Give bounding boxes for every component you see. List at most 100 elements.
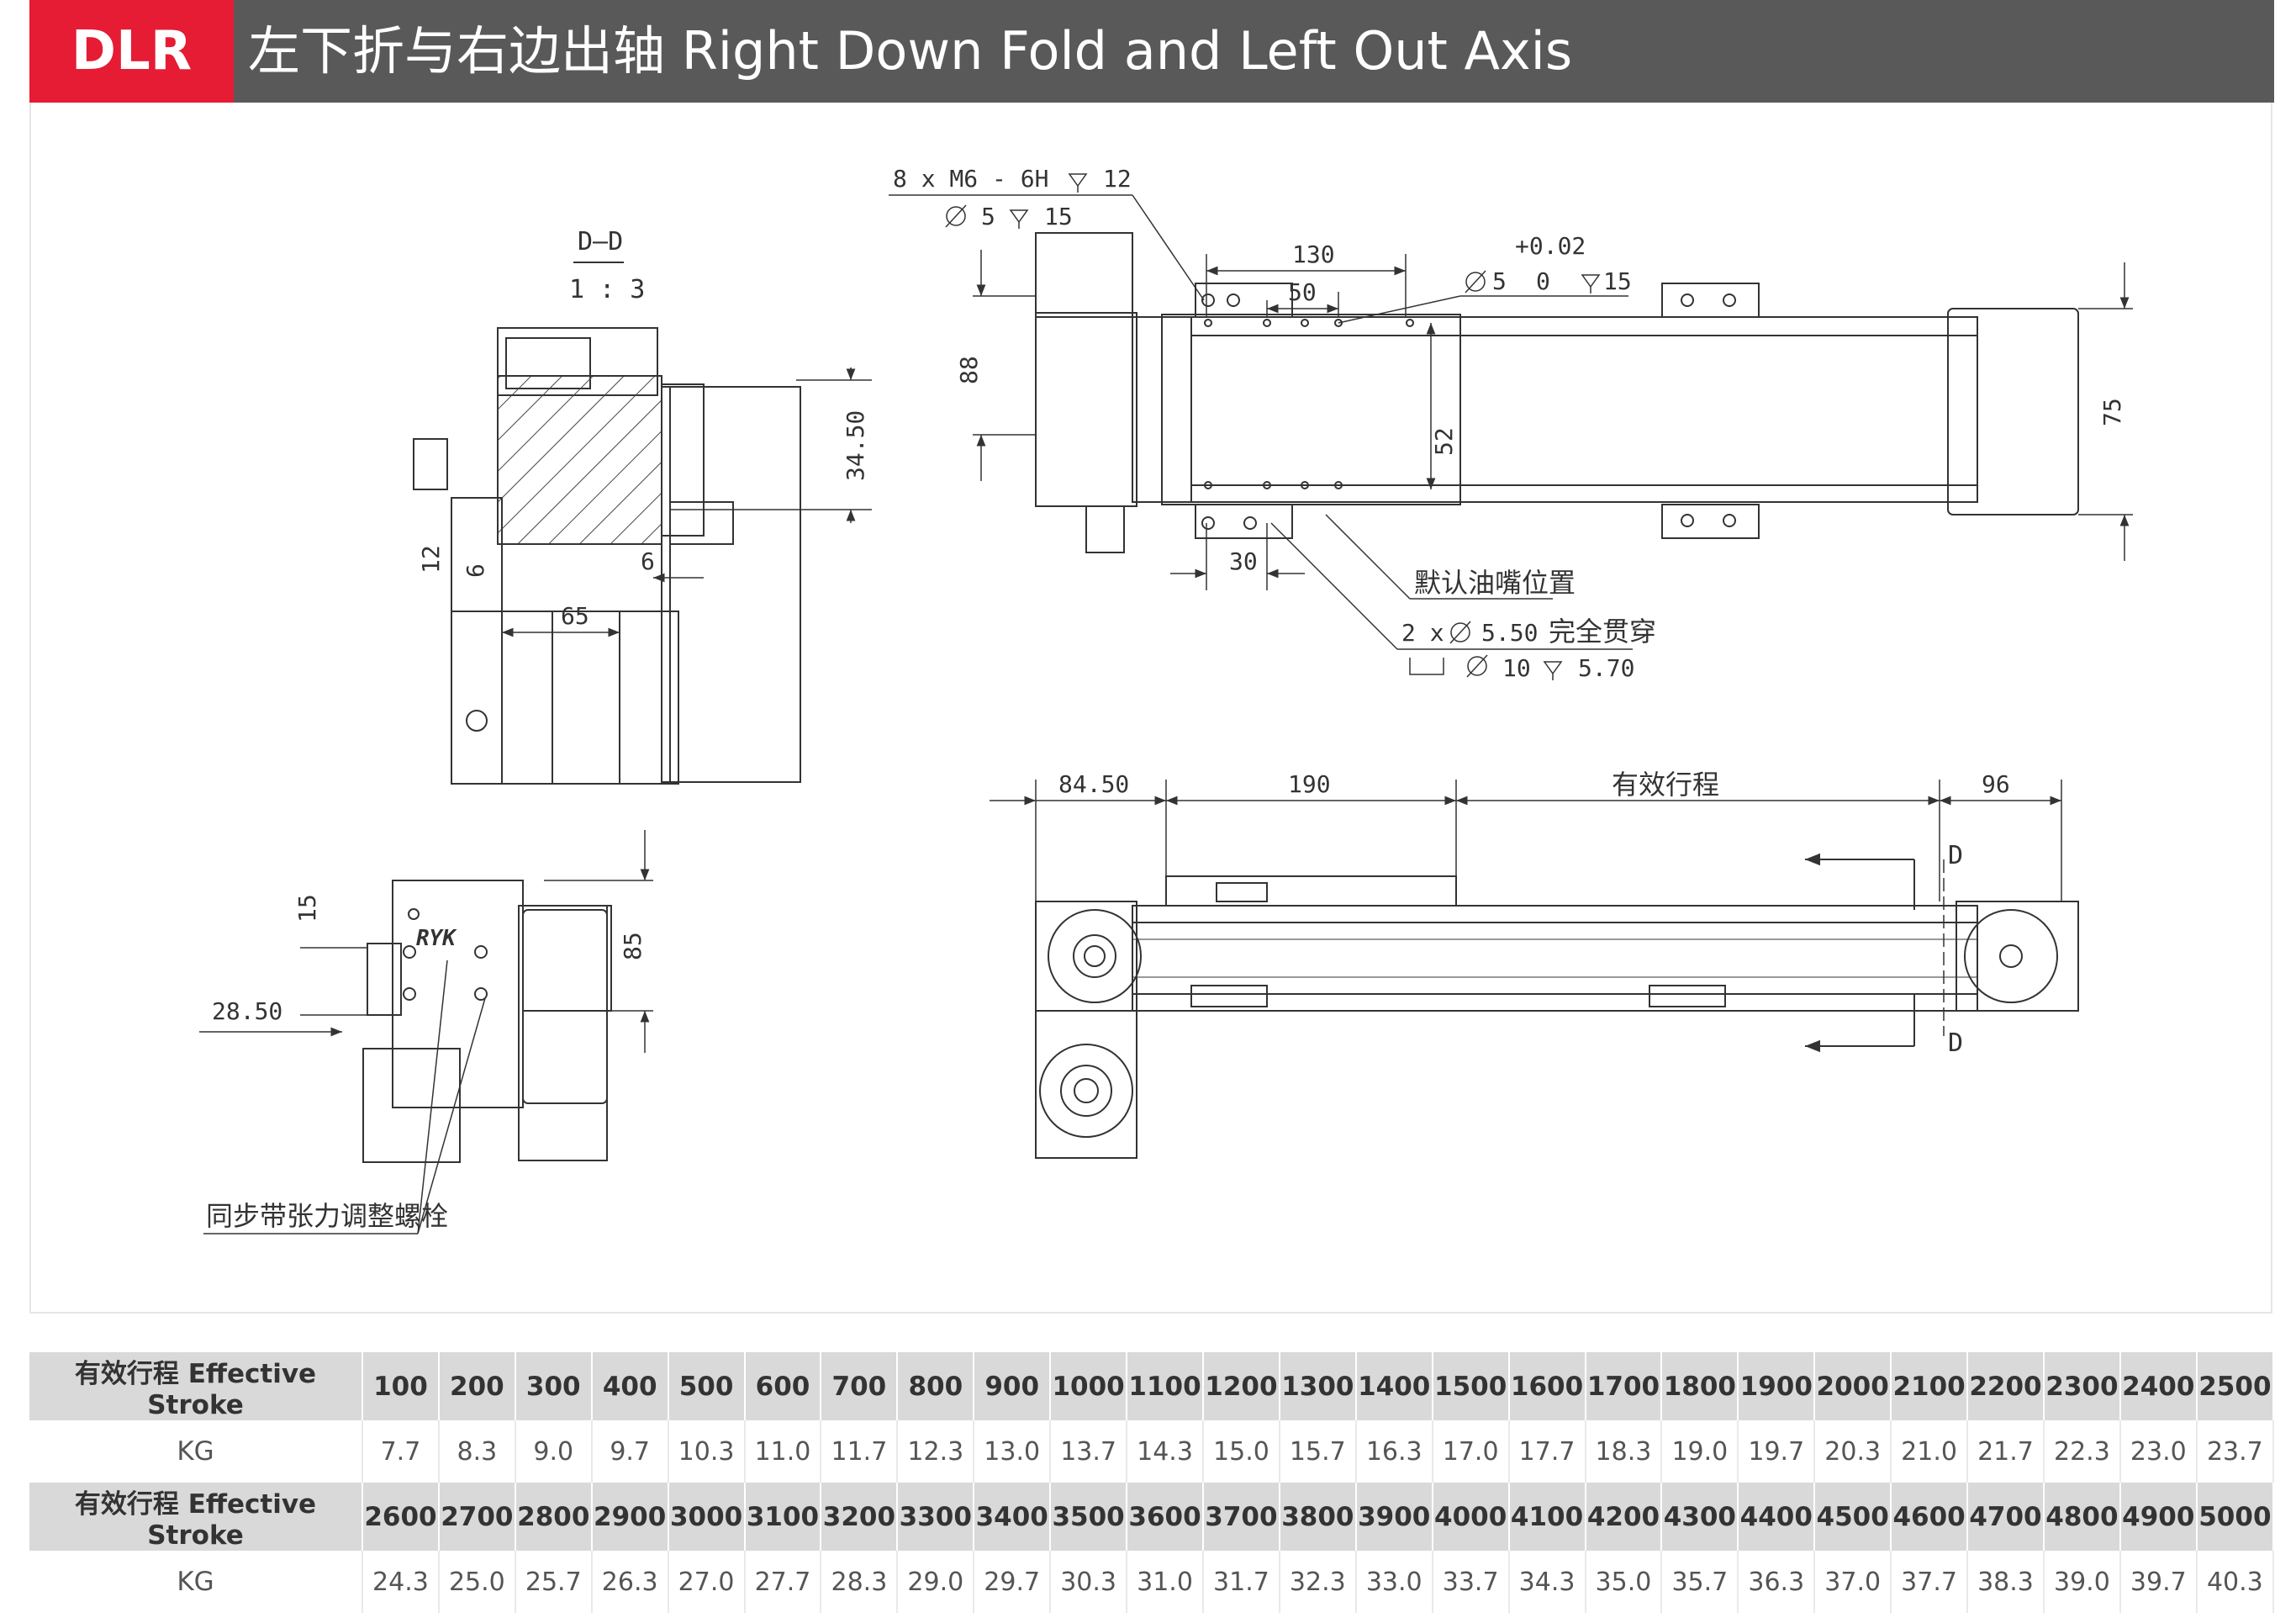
table-cell: 9.0 xyxy=(515,1420,593,1483)
tol-upper: +0.02 xyxy=(1515,232,1586,260)
table-cell: 4900 xyxy=(2119,1483,2198,1551)
note-through-text: 完全贯穿 xyxy=(1549,616,1656,648)
table-cell: 3400 xyxy=(974,1483,1052,1551)
table-cell: 28.3 xyxy=(821,1551,899,1613)
table-cell: 31.0 xyxy=(1127,1551,1204,1613)
dim-65: 65 xyxy=(561,602,589,630)
table-cell: 31.7 xyxy=(1202,1551,1280,1613)
row-label: KG xyxy=(29,1420,363,1483)
hole-depth: 15 xyxy=(1603,267,1632,295)
table-cell: 19.0 xyxy=(1661,1420,1739,1483)
dim-6-right: 6 xyxy=(641,547,655,575)
table-cell: 2000 xyxy=(1814,1352,1892,1420)
table-cell: 2600 xyxy=(362,1483,440,1551)
table-cell: 21.0 xyxy=(1891,1420,1969,1483)
table-cell: 2100 xyxy=(1891,1352,1969,1420)
dim-75: 75 xyxy=(2098,398,2126,426)
table-cell: 600 xyxy=(744,1352,822,1420)
table-cell: 33.7 xyxy=(1432,1551,1510,1613)
table-cell: 18.3 xyxy=(1585,1420,1663,1483)
table-cell: 2300 xyxy=(2043,1352,2121,1420)
dim-34-50: 34.50 xyxy=(842,410,869,481)
table-cell: 10.3 xyxy=(668,1420,746,1483)
table-cell: 36.3 xyxy=(1738,1551,1816,1613)
dim-6-left: 6 xyxy=(462,563,489,578)
table-cell: 3200 xyxy=(821,1483,899,1551)
section-mark-bottom: D xyxy=(1948,1028,1963,1058)
table-cell: 4500 xyxy=(1814,1483,1892,1551)
note-cbore-depth: 5.70 xyxy=(1578,654,1634,682)
table-cell: 3900 xyxy=(1355,1483,1433,1551)
row-label: KG xyxy=(29,1551,363,1613)
section-scale: 1 : 3 xyxy=(569,275,645,304)
ryk-logo: RYK xyxy=(416,926,457,951)
table-cell: 26.3 xyxy=(591,1551,669,1613)
table-cell: 200 xyxy=(438,1352,516,1420)
table-cell: 2400 xyxy=(2119,1352,2198,1420)
table-cell: 100 xyxy=(362,1352,440,1420)
model-badge: DLR xyxy=(29,0,234,103)
dim-stroke: 有效行程 xyxy=(1612,769,1719,801)
table-cell: 39.7 xyxy=(2119,1551,2198,1613)
table-cell: 4400 xyxy=(1738,1483,1816,1551)
table-cell: 7.7 xyxy=(362,1420,440,1483)
table-cell: 35.0 xyxy=(1585,1551,1663,1613)
table-cell: 2700 xyxy=(438,1483,516,1551)
table-row: 有效行程 Effective Stroke 2600 2700 2800 290… xyxy=(29,1483,2275,1551)
table-cell: 1600 xyxy=(1508,1352,1586,1420)
dim-85: 85 xyxy=(619,932,647,960)
top-view: 8 x M6 - 6H 12 5 15 130 50 +0.02 5 0 15 xyxy=(889,165,2133,682)
table-cell: 5000 xyxy=(2196,1483,2275,1551)
table-row: KG 7.7 8.3 9.0 9.7 10.3 11.0 11.7 12.3 1… xyxy=(29,1420,2275,1483)
table-cell: 900 xyxy=(974,1352,1052,1420)
table-cell: 13.0 xyxy=(974,1420,1052,1483)
dim-190: 190 xyxy=(1288,770,1331,798)
table-cell: 21.7 xyxy=(1967,1420,2045,1483)
note-oil-nozzle: 默认油嘴位置 xyxy=(1414,567,1576,599)
dim-28-50: 28.50 xyxy=(212,997,282,1025)
table-cell: 1200 xyxy=(1202,1352,1280,1420)
table-cell: 300 xyxy=(515,1352,593,1420)
table-cell: 3500 xyxy=(1050,1483,1128,1551)
table-cell: 1400 xyxy=(1355,1352,1433,1420)
side-view: RYK 15 28.50 85 同步带张力调整螺栓 xyxy=(199,830,653,1234)
table-cell: 11.7 xyxy=(821,1420,899,1483)
table-cell: 2200 xyxy=(1967,1352,2045,1420)
table-cell: 3300 xyxy=(897,1483,975,1551)
table-row: 有效行程 Effective Stroke 100 200 300 400 50… xyxy=(29,1352,2275,1420)
row-label: 有效行程 Effective Stroke xyxy=(29,1483,363,1551)
table-cell: 3100 xyxy=(744,1483,822,1551)
tol-lower: 0 xyxy=(1536,267,1550,295)
table-cell: 1800 xyxy=(1661,1352,1739,1420)
table-cell: 17.7 xyxy=(1508,1420,1586,1483)
table-cell: 39.0 xyxy=(2043,1551,2121,1613)
table-cell: 3800 xyxy=(1279,1483,1357,1551)
row-label: 有效行程 Effective Stroke xyxy=(29,1352,363,1420)
table-cell: 40.3 xyxy=(2196,1551,2275,1613)
table-cell: 3600 xyxy=(1127,1483,1204,1551)
front-view: D D 84.50 190 有效行程 96 xyxy=(990,769,2079,1159)
dim-12: 12 xyxy=(417,545,445,574)
table-cell: 13.7 xyxy=(1050,1420,1128,1483)
table-cell: 14.3 xyxy=(1127,1420,1204,1483)
table-cell: 4000 xyxy=(1432,1483,1510,1551)
model-code: DLR xyxy=(71,20,193,82)
dim-88: 88 xyxy=(955,356,983,384)
spec-table: 有效行程 Effective Stroke 100 200 300 400 50… xyxy=(29,1352,2275,1613)
table-cell: 1300 xyxy=(1279,1352,1357,1420)
dim-130: 130 xyxy=(1292,241,1335,268)
table-cell: 4800 xyxy=(2043,1483,2121,1551)
table-cell: 23.7 xyxy=(2196,1420,2275,1483)
table-cell: 1500 xyxy=(1432,1352,1510,1420)
table-cell: 29.7 xyxy=(974,1551,1052,1613)
drawing-canvas: D—D 1 : 3 34.50 12 6 6 65 xyxy=(199,165,2133,1234)
table-cell: 34.3 xyxy=(1508,1551,1586,1613)
table-cell: 4600 xyxy=(1891,1483,1969,1551)
table-cell: 500 xyxy=(668,1352,746,1420)
table-cell: 24.3 xyxy=(362,1551,440,1613)
table-cell: 9.7 xyxy=(591,1420,669,1483)
table-cell: 38.3 xyxy=(1967,1551,2045,1613)
header-bar xyxy=(29,0,2274,103)
table-row: KG 24.3 25.0 25.7 26.3 27.0 27.7 28.3 29… xyxy=(29,1551,2275,1613)
table-cell: 2500 xyxy=(2196,1352,2275,1420)
